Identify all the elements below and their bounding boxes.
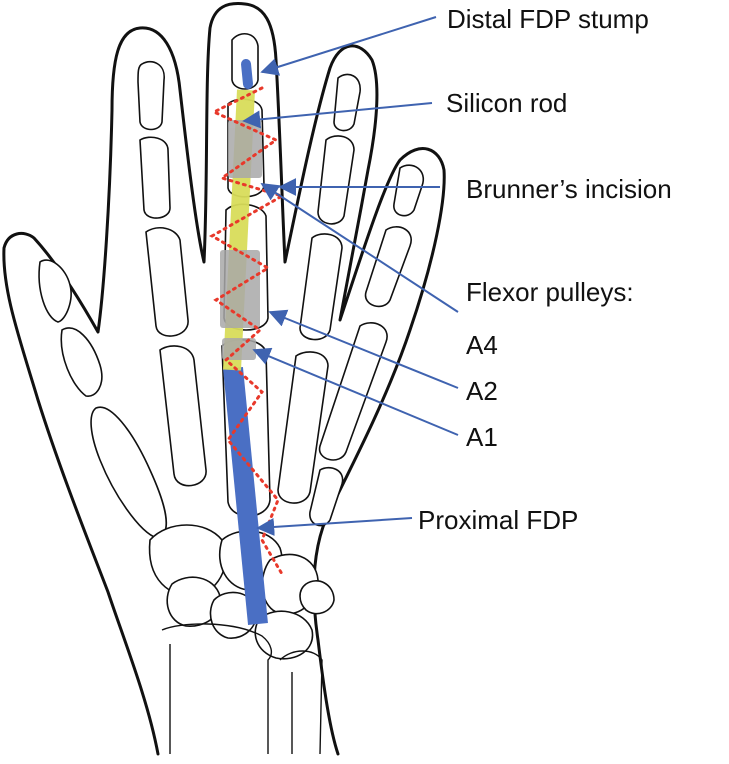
proximal-fdp-tendon: [223, 367, 268, 625]
forearm-bones: [161, 623, 323, 755]
leader-proximal-fdp: [256, 517, 413, 536]
index-finger-bones: [137, 60, 207, 487]
label-a2: A2: [466, 376, 498, 406]
leader-distal-fdp-stump: [260, 16, 437, 76]
brunners-incision: [208, 86, 286, 576]
leader-a2: [268, 309, 459, 389]
leader-silicon-rod: [242, 102, 433, 129]
label-flexor-pulleys: Flexor pulleys:: [466, 277, 634, 307]
ring-finger-bones: [277, 73, 361, 504]
hand-outline: [2, 2, 446, 756]
leader-a1: [252, 347, 459, 436]
pulley-a2: [220, 250, 260, 328]
label-a4: A4: [466, 330, 498, 360]
label-proximal-fdp: Proximal FDP: [418, 505, 579, 535]
label-brunners-incision: Brunner’s incision: [466, 174, 672, 204]
thumb-bones: [38, 259, 168, 539]
carpal-bones: [148, 524, 335, 660]
leader-lines: [242, 16, 459, 536]
leader-a4: [260, 183, 459, 313]
label-silicon-rod: Silicon rod: [446, 88, 568, 118]
pulley-a4: [228, 120, 262, 178]
label-a1: A1: [466, 422, 498, 452]
distal-fdp-stump-tendon: [241, 59, 253, 89]
label-distal-fdp-stump: Distal FDP stump: [447, 4, 649, 34]
